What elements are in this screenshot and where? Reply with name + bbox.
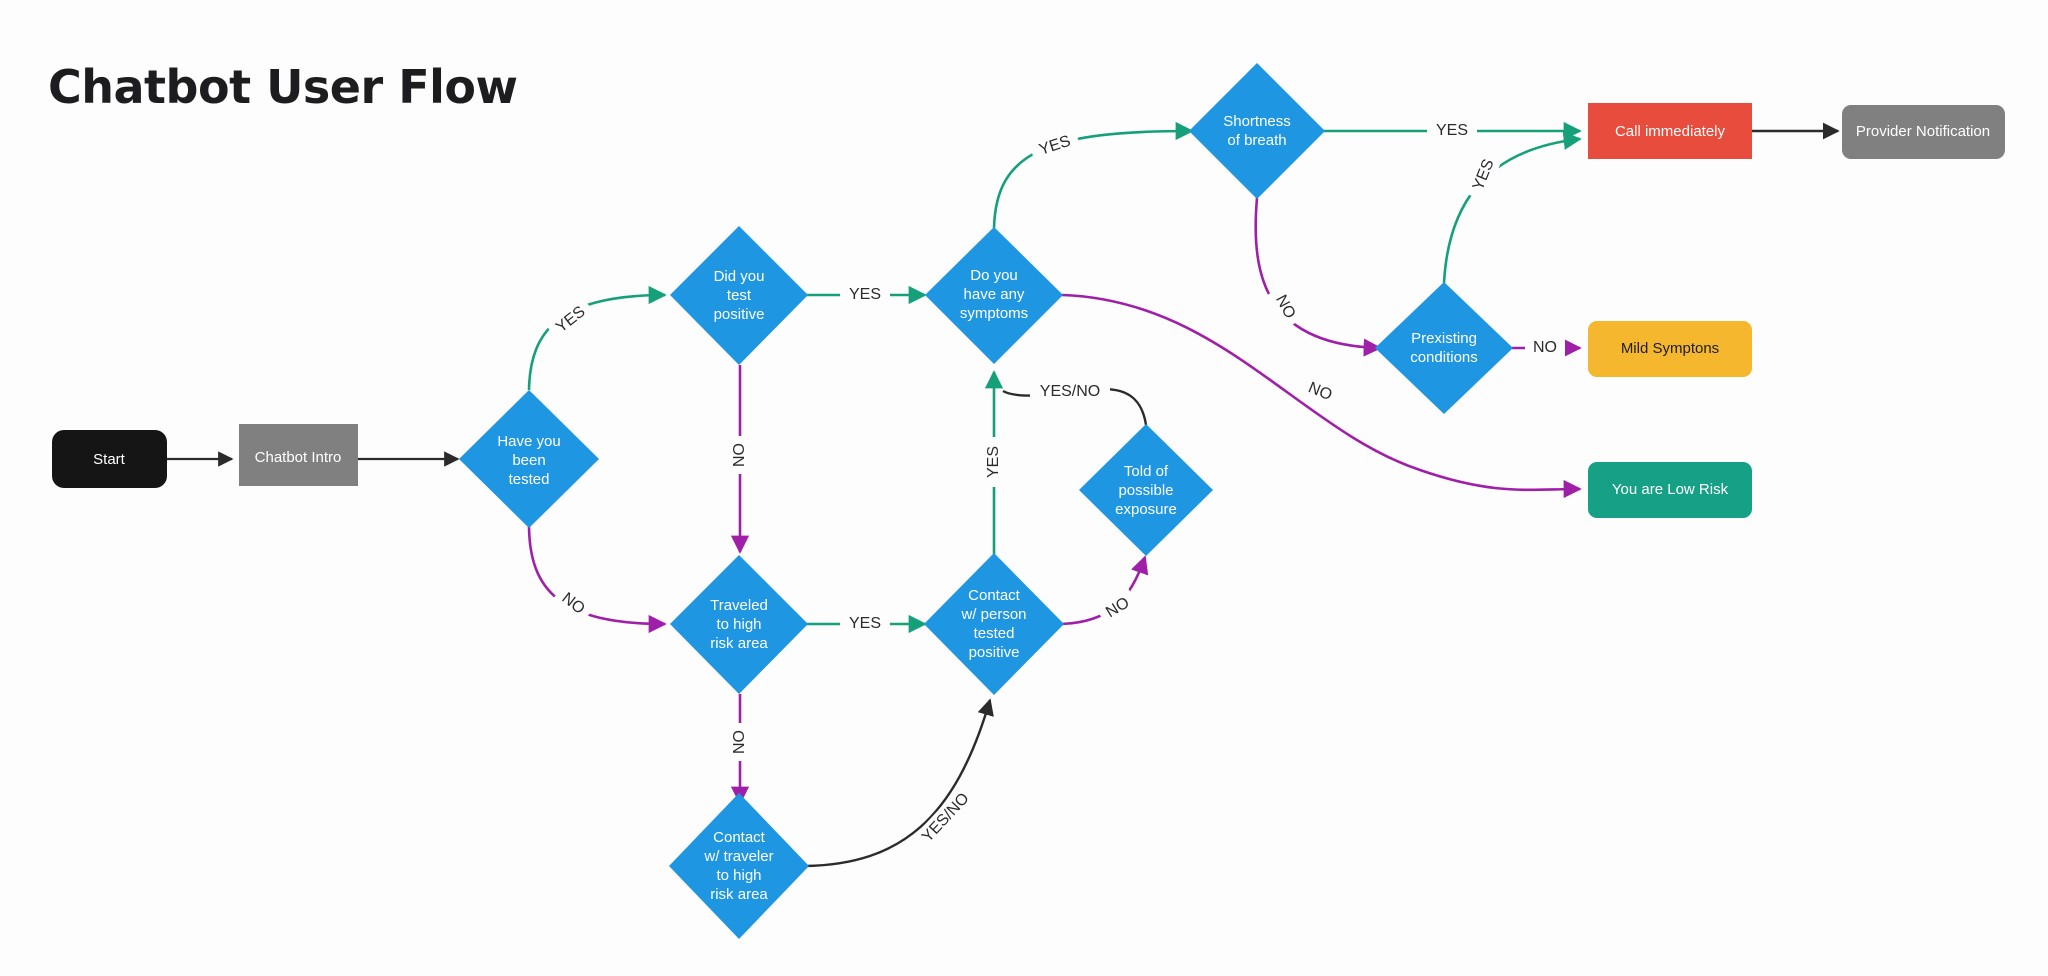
node-symptoms-line3: symptoms bbox=[960, 305, 1028, 322]
edge-label-contactpos-symptoms: YES bbox=[985, 446, 1002, 478]
edge-label-positive-traveled: NO bbox=[731, 443, 748, 467]
page-title: Chatbot User Flow bbox=[48, 60, 518, 114]
edge-tested-positive-yes bbox=[527, 285, 667, 391]
node-contactpos-line2: w/ person bbox=[960, 606, 1026, 623]
node-lowrisk-label: You are Low Risk bbox=[1612, 481, 1729, 498]
node-have-you-been-tested[interactable]: Have you been tested bbox=[459, 390, 599, 528]
node-contacttrav-line1: Contact bbox=[713, 829, 766, 846]
node-told-line2: possible bbox=[1118, 482, 1173, 499]
node-tested-line3: tested bbox=[509, 471, 550, 488]
edge-label-prexisting-mild: NO bbox=[1533, 339, 1557, 356]
node-did-you-test-positive[interactable]: Did you test positive bbox=[670, 226, 808, 365]
edge-labels-layer: YES NO YES NO YES NO bbox=[546, 120, 1565, 855]
node-told-line1: Told of bbox=[1124, 463, 1169, 480]
node-contact-w-person-tested-positive[interactable]: Contact w/ person tested positive bbox=[924, 553, 1064, 695]
edge-tested-traveled-no bbox=[527, 526, 667, 634]
node-traveled-line2: to high bbox=[716, 616, 761, 633]
node-call-label: Call immediately bbox=[1615, 123, 1726, 140]
node-provider-label: Provider Notification bbox=[1856, 123, 1990, 140]
node-positive-line3: positive bbox=[714, 306, 765, 323]
node-prexisting-line1: Prexisting bbox=[1411, 330, 1477, 347]
node-traveled-line1: Traveled bbox=[710, 597, 768, 614]
node-do-you-have-any-symptoms[interactable]: Do you have any symptoms bbox=[925, 227, 1063, 364]
node-told-of-possible-exposure[interactable]: Told of possible exposure bbox=[1079, 424, 1213, 556]
node-start-label: Start bbox=[93, 451, 126, 468]
edge-symptoms-breath-yes bbox=[992, 121, 1194, 229]
edge-label-told-symptoms: YES/NO bbox=[1040, 383, 1100, 400]
node-prexisting-conditions[interactable]: Prexisting conditions bbox=[1375, 282, 1513, 414]
edge-breath-prexisting-no bbox=[1254, 197, 1382, 357]
node-traveled-to-high-risk-area[interactable]: Traveled to high risk area bbox=[670, 555, 808, 694]
node-mild-symptons[interactable]: Mild Symptons bbox=[1588, 321, 1752, 377]
node-start[interactable]: Start bbox=[52, 430, 167, 488]
node-contactpos-line3: tested bbox=[974, 625, 1015, 642]
node-breath-line1: Shortness bbox=[1223, 113, 1291, 130]
node-contacttrav-line4: risk area bbox=[710, 886, 768, 903]
node-symptoms-line1: Do you bbox=[970, 267, 1018, 284]
node-provider-notification[interactable]: Provider Notification bbox=[1842, 105, 2005, 159]
node-chatbot-intro[interactable]: Chatbot Intro bbox=[239, 424, 358, 486]
node-positive-line2: test bbox=[727, 287, 752, 304]
nodes-layer: Start Chatbot Intro Have you been tested… bbox=[52, 63, 2005, 939]
node-contacttrav-line3: to high bbox=[716, 867, 761, 884]
edge-contacttrav-contactpos-yesno bbox=[805, 698, 994, 868]
edge-label-traveled-contacttrav: NO bbox=[731, 730, 748, 754]
node-call-immediately[interactable]: Call immediately bbox=[1588, 103, 1752, 159]
node-chatbot-intro-label: Chatbot Intro bbox=[255, 449, 342, 466]
node-contactpos-line1: Contact bbox=[968, 587, 1021, 604]
node-breath-line2: of breath bbox=[1227, 132, 1286, 149]
node-tested-line2: been bbox=[512, 452, 545, 469]
node-mild-label: Mild Symptons bbox=[1621, 340, 1719, 357]
node-symptoms-line2: have any bbox=[964, 286, 1025, 303]
node-contact-w-traveler-high-risk[interactable]: Contact w/ traveler to high risk area bbox=[669, 793, 809, 939]
node-traveled-line3: risk area bbox=[710, 635, 768, 652]
edge-label-traveled-contactpos: YES bbox=[849, 615, 881, 632]
node-contactpos-line4: positive bbox=[969, 644, 1020, 661]
node-prexisting-line2: conditions bbox=[1410, 349, 1478, 366]
node-tested-line1: Have you bbox=[497, 433, 560, 450]
edge-label-breath-call: YES bbox=[1436, 122, 1468, 139]
edge-symptoms-lowrisk-no bbox=[1061, 293, 1582, 499]
node-you-are-low-risk[interactable]: You are Low Risk bbox=[1588, 462, 1752, 518]
node-positive-line1: Did you bbox=[714, 268, 765, 285]
node-contacttrav-line2: w/ traveler bbox=[703, 848, 773, 865]
node-shortness-of-breath[interactable]: Shortness of breath bbox=[1189, 63, 1325, 199]
node-told-line3: exposure bbox=[1115, 501, 1177, 518]
edge-label-positive-symptoms: YES bbox=[849, 286, 881, 303]
edge-prexisting-call-yes bbox=[1442, 131, 1582, 284]
